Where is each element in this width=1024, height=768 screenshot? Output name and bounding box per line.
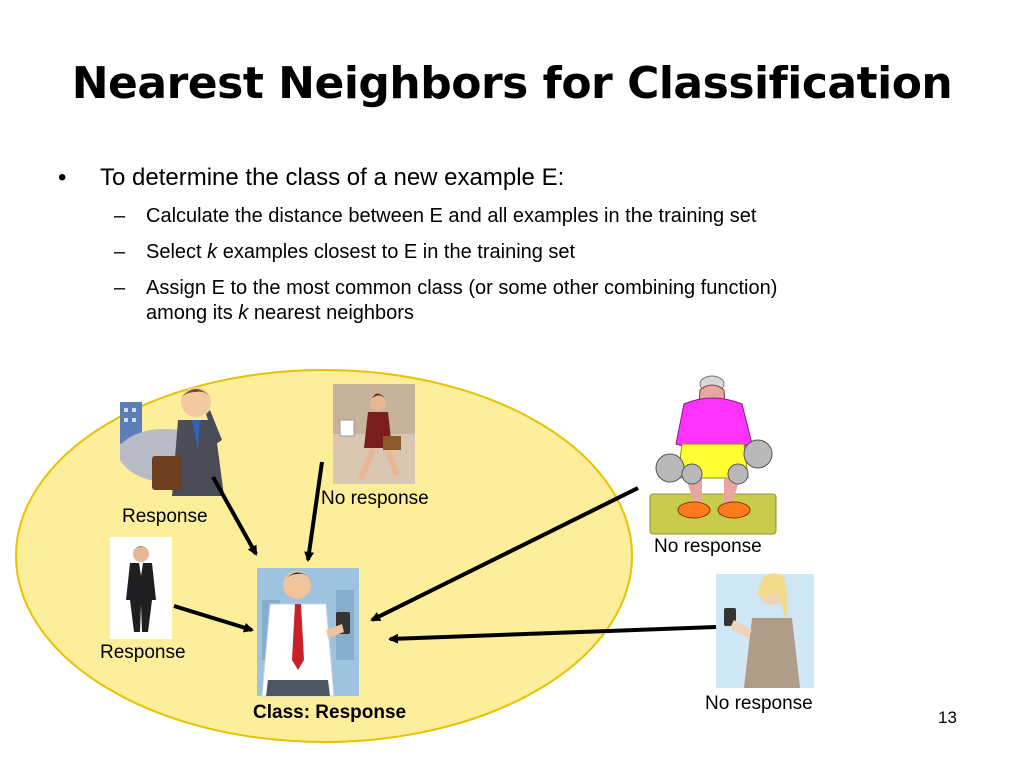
sub-bullet-1: – Calculate the distance between E and a… [58, 204, 988, 229]
label-no-response-1: No response [321, 488, 429, 509]
dash-icon: – [114, 205, 126, 227]
sub-bullet-2-post: examples closest to E in the training se… [217, 241, 576, 263]
businessman-phone-icon [120, 387, 224, 496]
label-response-2: Response [100, 642, 186, 663]
label-class-response: Class: Response [253, 702, 407, 723]
label-no-response-3: No response [705, 693, 813, 714]
woman-with-phone-icon [716, 573, 814, 688]
sub-bullet-2-k: k [207, 241, 218, 263]
sub-bullet-3-pre: among its [146, 302, 239, 324]
dash-icon: – [114, 241, 126, 263]
sub-bullet-1-text: Calculate the distance between E and all… [146, 205, 757, 227]
sub-bullet-3: – Assign E to the most common class (or … [58, 276, 988, 326]
woman-with-bag-icon [333, 384, 415, 484]
bullet-main: • To determine the class of a new exampl… [58, 163, 988, 193]
weightlifter-icon [649, 375, 777, 535]
sub-bullet-3-post: nearest neighbors [248, 302, 414, 324]
sub-bullet-2: – Select k examples closest to E in the … [58, 240, 988, 265]
arrow-from-woman-with-bag [304, 461, 324, 562]
page-number: 13 [938, 708, 957, 727]
arrow-from-woman-with-phone [388, 625, 717, 644]
label-no-response-2: No response [654, 536, 762, 557]
slide-title: Nearest Neighbors for Classification [71, 58, 953, 109]
sub-bullet-2-pre: Select [146, 241, 208, 263]
bullet-dot-icon: • [58, 164, 67, 191]
bullet-list: • To determine the class of a new exampl… [58, 163, 988, 326]
label-response-1: Response [122, 506, 208, 527]
sub-bullet-3-line1: Assign E to the most common class (or so… [146, 277, 778, 299]
bullet-main-text: To determine the class of a new example … [100, 164, 565, 191]
arrow-from-man-in-suit [173, 604, 254, 633]
sub-bullet-3-k: k [238, 302, 249, 324]
query-person-icon [257, 568, 359, 697]
arrow-from-businessman [211, 476, 258, 556]
man-in-suit-icon [110, 537, 172, 639]
dash-icon: – [114, 277, 126, 299]
arrow-from-weightlifter [370, 486, 639, 622]
